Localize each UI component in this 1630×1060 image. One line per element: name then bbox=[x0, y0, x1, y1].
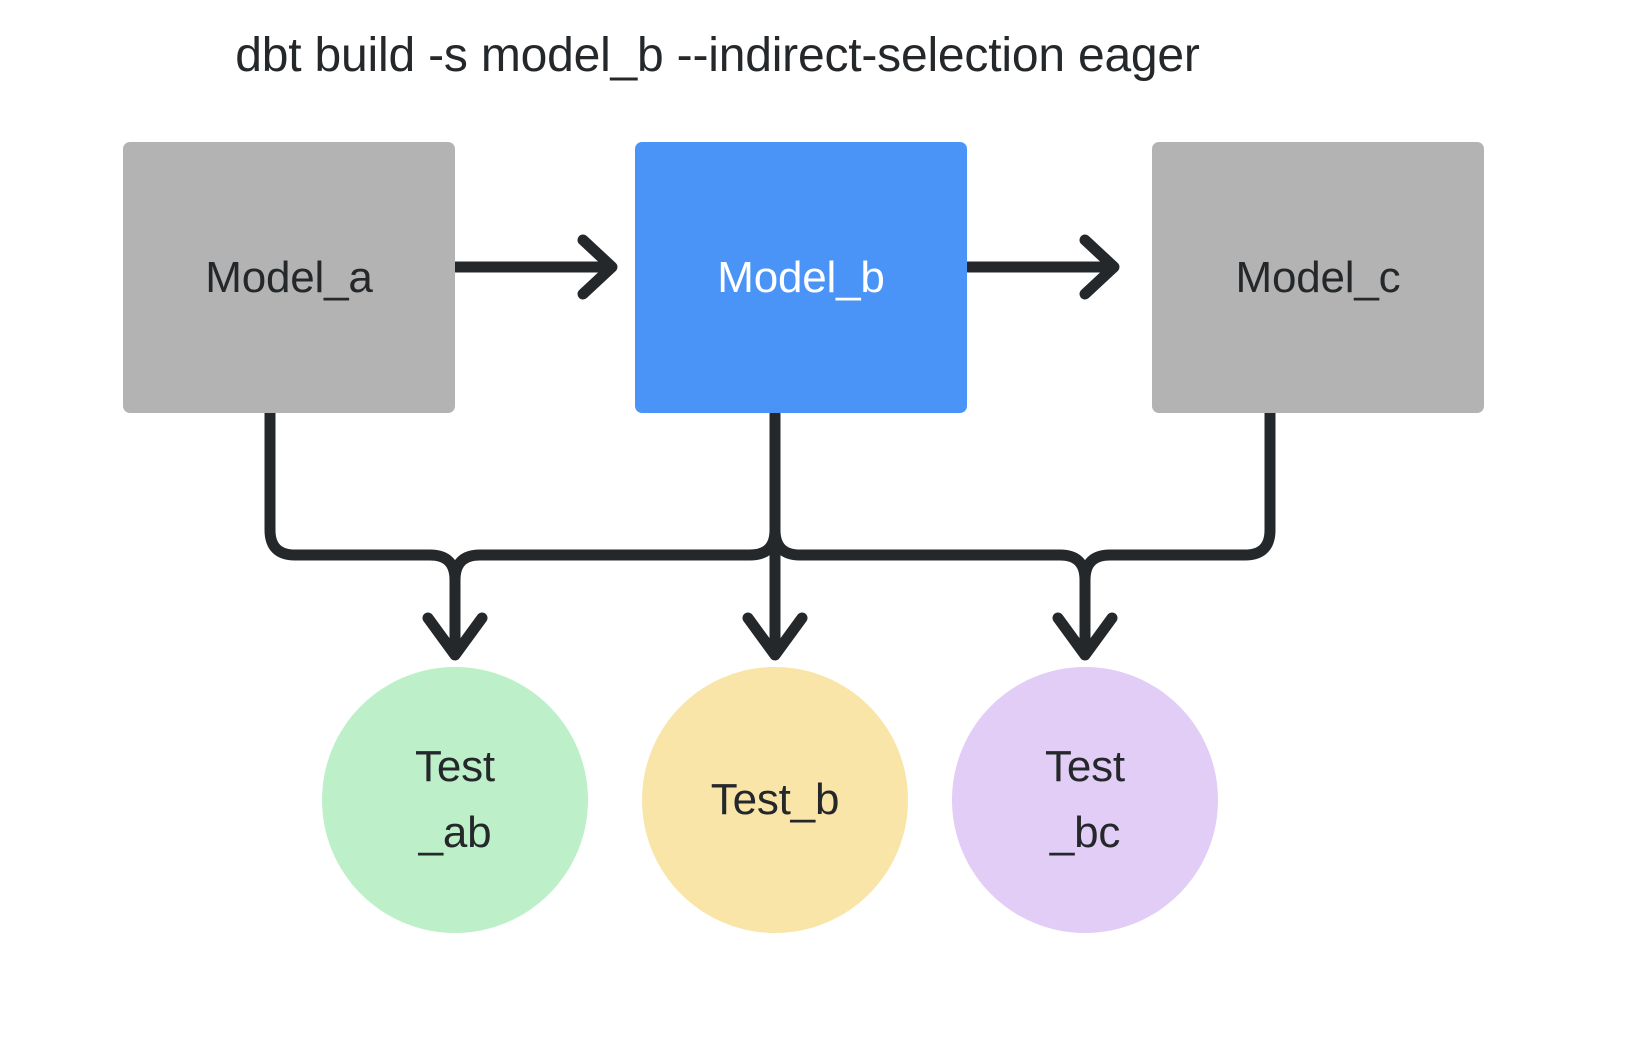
node-test-bc[interactable]: Test _bc bbox=[952, 667, 1218, 933]
edge-model-a-to-test-ab bbox=[264, 407, 488, 661]
node-model-b[interactable]: Model_b bbox=[635, 142, 967, 413]
node-test-bc-label-line2: _bc bbox=[1049, 808, 1121, 857]
node-test-ab-label-line1: Test bbox=[415, 742, 495, 791]
edge-model-b-to-test-bc bbox=[769, 407, 1118, 661]
edge-model-c-to-test-bc bbox=[1079, 407, 1276, 586]
edge-model-b-to-test-ab bbox=[449, 407, 781, 586]
node-model-c[interactable]: Model_c bbox=[1152, 142, 1484, 413]
node-model-a-label: Model_a bbox=[205, 252, 373, 302]
node-model-a[interactable]: Model_a bbox=[123, 142, 455, 413]
node-model-c-label: Model_c bbox=[1235, 252, 1401, 302]
node-test-ab-label-line2: _ab bbox=[418, 808, 492, 857]
node-model-b-label: Model_b bbox=[717, 252, 885, 302]
node-test-ab[interactable]: Test _ab bbox=[322, 667, 588, 933]
node-test-b-label-line1: Test_b bbox=[710, 775, 840, 824]
edge-model-b-to-test-b bbox=[742, 407, 808, 661]
edge-model-b-to-model-c bbox=[962, 234, 1120, 300]
page-title: dbt build -s model_b --indirect-selectio… bbox=[235, 29, 1200, 82]
node-test-b[interactable]: Test_b bbox=[642, 667, 908, 933]
node-test-bc-label-line1: Test bbox=[1045, 742, 1125, 791]
